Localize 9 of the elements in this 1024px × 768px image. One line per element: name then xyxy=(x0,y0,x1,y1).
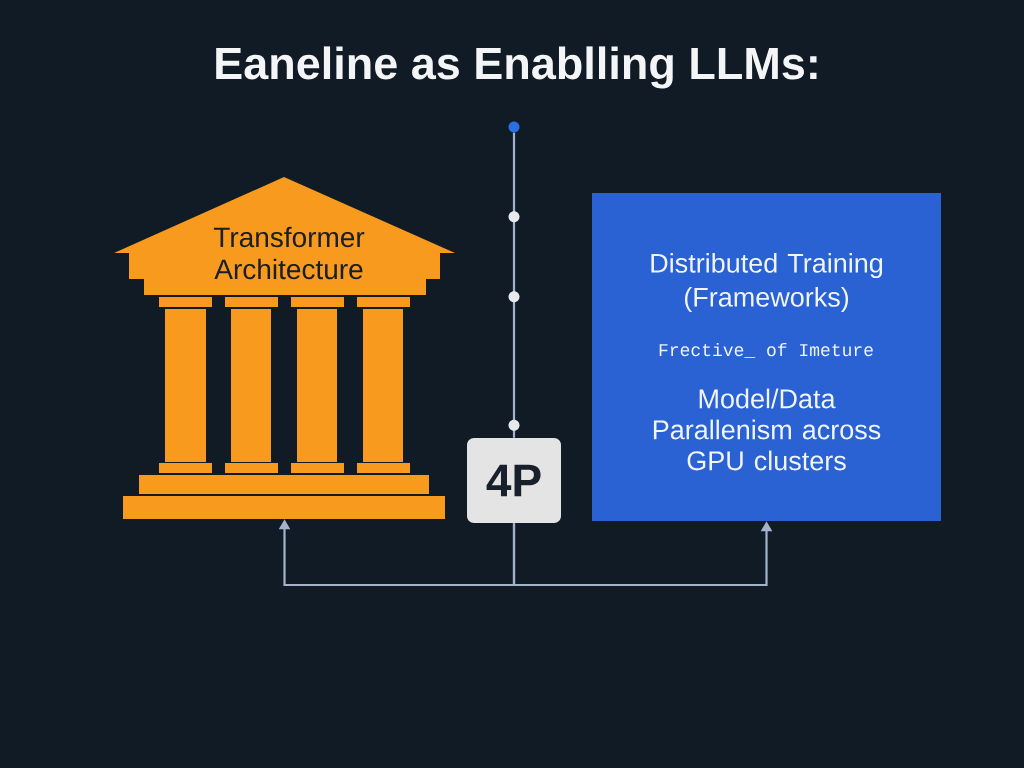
body-text: Model/Data Parallenism across GPU clusters xyxy=(653,388,881,471)
temple xyxy=(114,177,455,519)
label-box: 4P xyxy=(467,438,561,523)
title: Eaneline as Enablling LLMs: xyxy=(216,46,817,89)
connector-line xyxy=(512,132,516,438)
subtitle: Frective_ of Imeture xyxy=(659,342,873,358)
heading: Transformer Architecture xyxy=(213,226,365,280)
heading: Distributed Training (Frameworks) xyxy=(651,252,883,313)
panel xyxy=(592,193,941,521)
